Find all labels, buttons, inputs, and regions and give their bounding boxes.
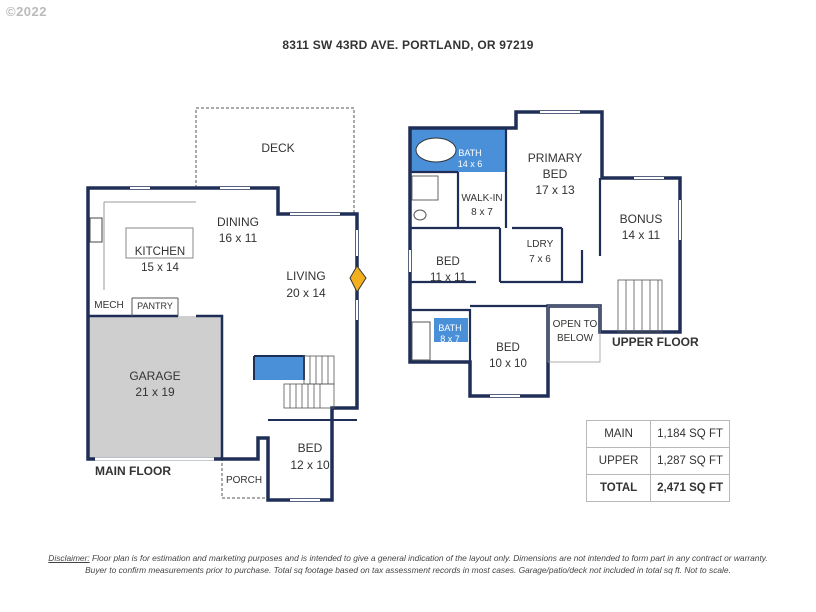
walkin-size: 8 x 7 [471, 207, 493, 218]
kitchen-island [125, 227, 194, 259]
upper-bath-fill [434, 318, 468, 342]
table-row: MAIN 1,184 SQ FT [585, 420, 730, 448]
upper-bed-2-label: BED [496, 342, 520, 354]
garage-size: 21 x 19 [135, 385, 175, 399]
disclaimer-label: Disclaimer: [48, 553, 90, 563]
property-address: 8311 SW 43RD AVE. PORTLAND, OR 97219 [282, 38, 534, 52]
kitchen-label: KITCHEN [135, 246, 185, 258]
primary-bath-label: BATH [458, 148, 481, 158]
upper-interior-walls [410, 128, 602, 362]
primary-tub-icon [415, 137, 457, 163]
primary-bed-size: 17 x 13 [535, 183, 575, 197]
ldry-label: LDRY [527, 239, 554, 250]
table-row: TOTAL 2,471 SQ FT [585, 474, 730, 502]
living-label: LIVING [286, 269, 325, 283]
main-stairs [283, 355, 335, 409]
upper-bed-2-size: 10 x 10 [489, 358, 527, 370]
main-bed-size: 12 x 10 [290, 458, 330, 472]
upper-bed-1-label: BED [436, 256, 460, 268]
kitchen-size: 15 x 14 [141, 262, 179, 274]
garage-fill [88, 316, 222, 459]
main-bath-fill [254, 356, 304, 380]
deck-label: DECK [261, 141, 294, 155]
primary-shower-icon [411, 175, 439, 201]
primary-bed-label-2: BED [543, 167, 568, 181]
upper-toilet-icon [413, 209, 427, 221]
mech-pantry-walls [131, 297, 179, 316]
open-below-label-2: BELOW [557, 333, 594, 344]
bonus-size: 14 x 11 [622, 228, 661, 242]
dining-label: DINING [217, 215, 259, 229]
sqft-label-main: MAIN [585, 420, 652, 448]
pantry-label: PANTRY [137, 301, 173, 311]
mech-label: MECH [94, 300, 123, 311]
sqft-label-upper: UPPER [585, 447, 652, 475]
fireplace-icon [349, 265, 367, 294]
sqft-value-upper: 1,287 SQ FT [650, 447, 730, 475]
main-bed-label: BED [298, 441, 323, 455]
sqft-value-main: 1,184 SQ FT [650, 420, 730, 448]
deck-outline [195, 107, 355, 214]
porch-label: PORCH [226, 475, 262, 486]
upper-windows [409, 111, 681, 397]
main-floor-label: MAIN FLOOR [95, 464, 171, 478]
sqft-label-total: TOTAL [585, 474, 652, 502]
walkin-label: WALK-IN [461, 193, 502, 204]
primary-bed-label-1: PRIMARY [528, 151, 582, 165]
garage-walls [88, 314, 224, 459]
living-size: 20 x 14 [286, 286, 326, 300]
porch-outline [221, 448, 268, 499]
upper-tub-icon [411, 321, 431, 361]
bonus-label: BONUS [620, 212, 663, 226]
upper-floor-label: UPPER FLOOR [612, 335, 699, 349]
kitchen-counter [103, 201, 196, 290]
sqft-value-total: 2,471 SQ FT [650, 474, 730, 502]
disclaimer-line-2: Buyer to confirm measurements prior to p… [85, 565, 731, 575]
disclaimer-line-1: Floor plan is for estimation and marketi… [89, 553, 768, 563]
open-below-label-1: OPEN TO [553, 319, 598, 330]
dining-size: 16 x 11 [219, 231, 258, 245]
upper-bath-label: BATH [438, 323, 461, 333]
square-footage-table: MAIN 1,184 SQ FT UPPER 1,287 SQ FT TOTAL… [585, 420, 730, 502]
main-windows [130, 187, 358, 501]
cooktop [89, 217, 103, 243]
disclaimer: Disclaimer: Floor plan is for estimation… [40, 552, 776, 576]
table-row: UPPER 1,287 SQ FT [585, 447, 730, 475]
ldry-size: 7 x 6 [529, 254, 551, 265]
garage-label: GARAGE [129, 369, 180, 383]
upper-bed-1-size: 11 x 11 [430, 272, 466, 284]
copyright-watermark: ©2022 [6, 4, 47, 19]
upper-stairs [617, 279, 663, 333]
primary-bath-size: 14 x 6 [458, 159, 483, 169]
upper-bath-size: 8 x 7 [440, 334, 460, 344]
open-to-below-area [547, 305, 601, 363]
